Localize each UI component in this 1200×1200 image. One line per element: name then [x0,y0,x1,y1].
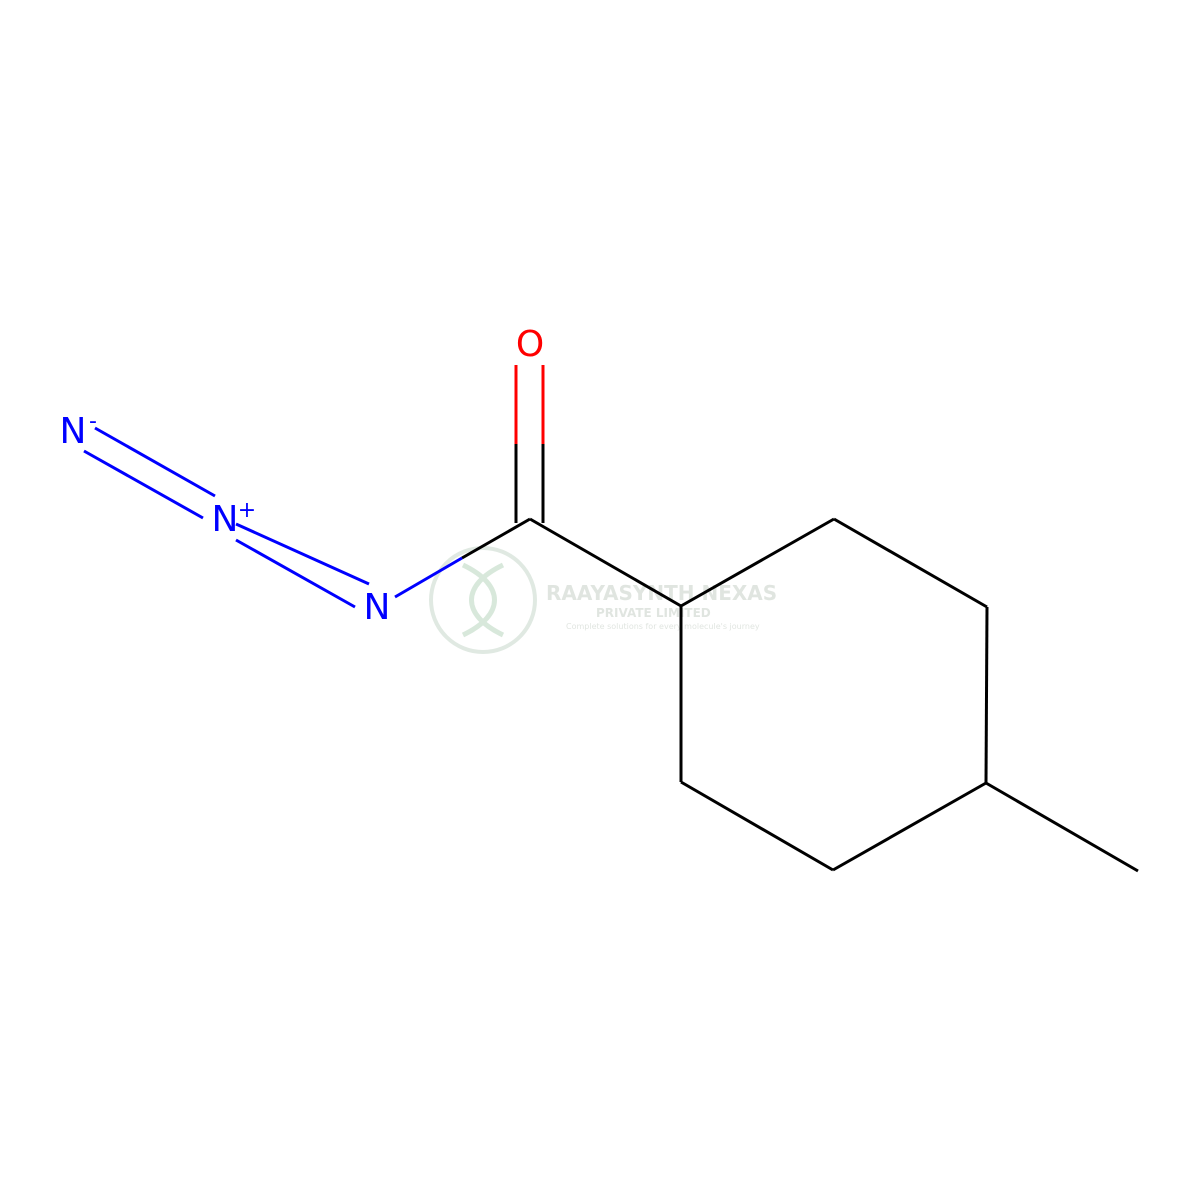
watermark: RAAYASYNTH NEXAS PRIVATE LIMITED Complet… [429,546,777,654]
carbonyl-double-bond [514,365,545,523]
terminal-nitrogen-label: N [60,411,87,452]
watermark-subtitle: PRIVATE LIMITED [596,606,711,620]
middle-nitrogen-label: N [212,499,239,540]
watermark-logo-icon [429,546,537,654]
ring-bond [680,517,835,608]
ring-bond [833,517,988,609]
ring-bond [984,606,989,784]
acyl-nitrogen-label: N [364,587,391,628]
methyl-bond [985,781,1139,873]
azide-double-bond-1 [235,522,370,609]
negative-charge-label: - [89,409,97,434]
positive-charge-label: + [238,498,256,523]
oxygen-atom-label: O [516,324,544,365]
watermark-tagline: Complete solutions for every molecule's … [566,622,760,631]
watermark-title: RAAYASYNTH NEXAS [546,581,777,605]
carbonyl-ring-bond [529,517,682,608]
ring-bond [680,780,834,872]
acyl-nitrogen-bond [394,517,531,599]
ring-bond [832,781,987,872]
azide-double-bond-2 [83,426,216,520]
watermark-helix-icon [461,562,505,638]
cyclohexane-ring [679,517,989,872]
